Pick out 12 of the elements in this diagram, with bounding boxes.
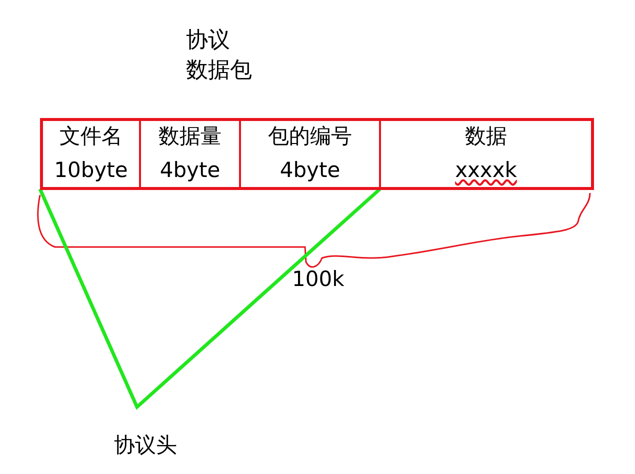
field-size: 4byte xyxy=(278,157,342,183)
bracket-label: 协议头 xyxy=(114,432,177,458)
field-name: 包的编号 xyxy=(267,123,353,149)
title: 协议数据包 xyxy=(186,27,253,85)
field-name: 数据量 xyxy=(158,123,222,149)
field-name: 数据 xyxy=(464,123,508,149)
table-box xyxy=(40,118,594,190)
field-size: 4byte xyxy=(158,157,222,183)
brace-label: 100k xyxy=(292,266,344,292)
field-size: 10byte xyxy=(53,157,129,183)
field-size: xxxxk xyxy=(454,157,518,183)
field-name: 文件名 xyxy=(58,123,124,149)
